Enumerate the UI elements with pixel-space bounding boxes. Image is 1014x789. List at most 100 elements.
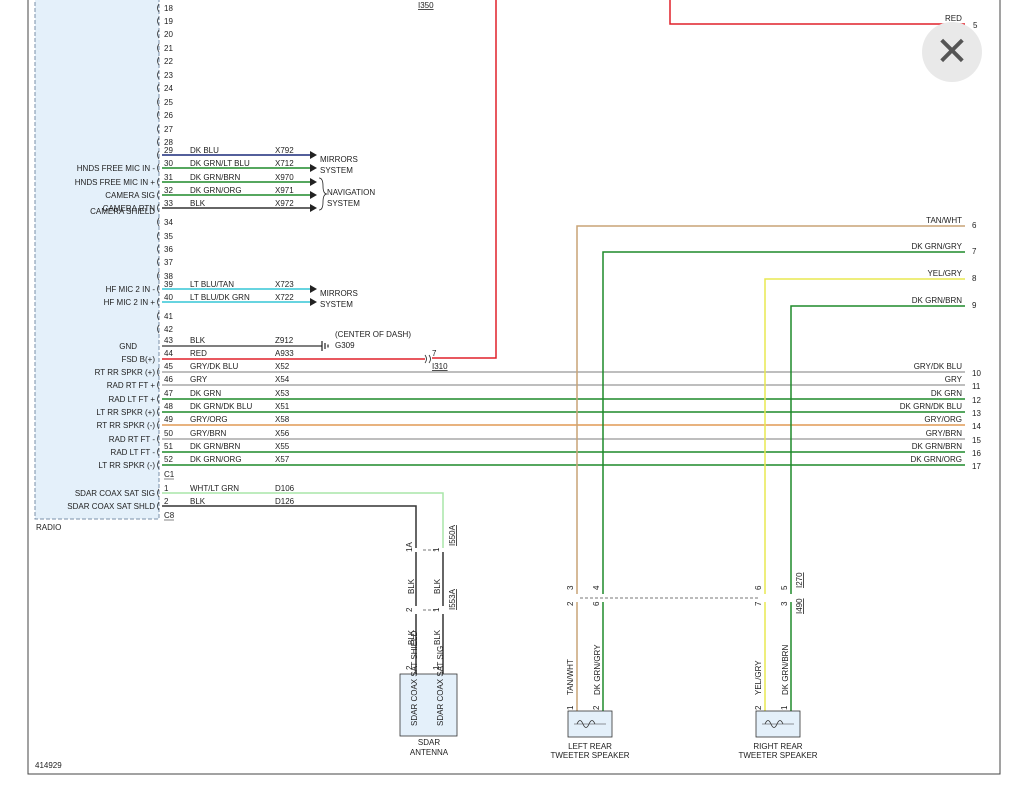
svg-text:RAD RT FT -: RAD RT FT - [109, 435, 156, 444]
empty-pin: 18 [157, 3, 173, 13]
svg-text:1: 1 [780, 705, 789, 710]
svg-text:1: 1 [432, 547, 441, 552]
svg-text:20: 20 [164, 30, 173, 39]
empty-pin: 42 [157, 324, 173, 334]
svg-text:X970: X970 [275, 173, 294, 182]
svg-text:X712: X712 [275, 159, 294, 168]
empty-pin: 21 [157, 43, 173, 53]
svg-text:36: 36 [164, 245, 173, 254]
svg-text:23: 23 [164, 71, 173, 80]
empty-pin: 22 [157, 56, 173, 66]
svg-text:X792: X792 [275, 146, 294, 155]
svg-text:DK GRN: DK GRN [931, 389, 962, 398]
svg-text:42: 42 [164, 325, 173, 334]
svg-text:G309: G309 [335, 341, 355, 350]
svg-text:X58: X58 [275, 415, 290, 424]
short-wire: CAMERA SHIELD [90, 207, 155, 216]
svg-text:I550A: I550A [448, 524, 457, 546]
svg-text:YEL/GRY: YEL/GRY [754, 660, 763, 695]
svg-text:A933: A933 [275, 349, 294, 358]
svg-text:45: 45 [164, 362, 173, 371]
svg-text:34: 34 [164, 218, 173, 227]
svg-text:2: 2 [592, 705, 601, 710]
svg-text:BLK: BLK [433, 578, 442, 594]
svg-text:DK GRN/BRN: DK GRN/BRN [912, 442, 962, 451]
top-red-pin: 5 [973, 21, 978, 30]
empty-pin: 25 [157, 97, 173, 107]
svg-text:DK GRN: DK GRN [190, 389, 221, 398]
svg-text:DK GRN/BRN: DK GRN/BRN [190, 442, 240, 451]
svg-text:WHT/LT GRN: WHT/LT GRN [190, 484, 239, 493]
svg-text:37: 37 [164, 258, 173, 267]
svg-text:32: 32 [164, 186, 173, 195]
sdar-antenna-box [399, 673, 458, 737]
svg-text:4: 4 [592, 585, 601, 590]
top-red-wire [669, 0, 965, 25]
svg-text:49: 49 [164, 415, 173, 424]
svg-text:RED: RED [190, 349, 207, 358]
svg-text:I553A: I553A [448, 588, 457, 610]
svg-text:17: 17 [972, 462, 981, 471]
connector-c8: C8 [164, 511, 175, 520]
svg-text:2: 2 [164, 497, 169, 506]
svg-text:40: 40 [164, 293, 173, 302]
svg-text:DK GRN/ORG: DK GRN/ORG [190, 455, 242, 464]
empty-pin: 41 [157, 311, 173, 321]
svg-text:52: 52 [164, 455, 173, 464]
svg-text:X722: X722 [275, 293, 294, 302]
empty-pin: 19 [157, 16, 173, 26]
svg-text:7: 7 [432, 349, 437, 358]
svg-text:1A: 1A [405, 542, 414, 552]
svg-text:MIRRORS: MIRRORS [320, 289, 358, 298]
svg-text:RIGHT REAR: RIGHT REAR [753, 742, 802, 751]
svg-text:GRY/BRN: GRY/BRN [190, 429, 227, 438]
svg-text:GRY/BRN: GRY/BRN [926, 429, 963, 438]
mirrors-system-2: MIRRORS SYSTEM [310, 285, 358, 309]
empty-pin: 24 [157, 83, 173, 93]
svg-text:BLK: BLK [433, 629, 442, 645]
svg-text:HNDS FREE MIC IN -: HNDS FREE MIC IN - [77, 164, 156, 173]
svg-text:2: 2 [754, 705, 763, 710]
svg-text:X54: X54 [275, 375, 290, 384]
svg-text:LT RR SPKR (-): LT RR SPKR (-) [98, 461, 155, 470]
svg-text:RAD RT FT +: RAD RT FT + [107, 381, 156, 390]
svg-text:BLK: BLK [407, 629, 416, 645]
svg-text:22: 22 [164, 57, 173, 66]
svg-text:I270: I270 [795, 572, 804, 588]
empty-pin: 36 [157, 244, 173, 254]
svg-text:13: 13 [972, 409, 981, 418]
svg-text:1: 1 [164, 484, 169, 493]
svg-text:RT RR SPKR (-): RT RR SPKR (-) [97, 421, 156, 430]
svg-text:3: 3 [780, 601, 789, 606]
empty-pin: 23 [157, 70, 173, 80]
fsd-feed-wire [432, 0, 497, 359]
svg-text:SDAR COAX SAT SHIELD: SDAR COAX SAT SHIELD [410, 630, 419, 726]
svg-text:DK BLU: DK BLU [190, 146, 219, 155]
svg-text:X52: X52 [275, 362, 290, 371]
svg-text:CAMERA RTN: CAMERA RTN [103, 204, 156, 213]
svg-text:15: 15 [972, 436, 981, 445]
svg-text:12: 12 [972, 396, 981, 405]
svg-text:2: 2 [405, 665, 414, 670]
svg-text:25: 25 [164, 98, 173, 107]
close-button[interactable]: ✕ [922, 22, 982, 82]
empty-pin: 34 [157, 217, 173, 227]
mirrors-system-1: MIRRORS SYSTEM [310, 151, 358, 175]
svg-text:I310: I310 [432, 362, 448, 371]
svg-text:DK GRN/BRN: DK GRN/BRN [781, 645, 790, 695]
svg-text:44: 44 [164, 349, 173, 358]
svg-text:6: 6 [592, 601, 601, 606]
svg-text:5: 5 [780, 585, 789, 590]
